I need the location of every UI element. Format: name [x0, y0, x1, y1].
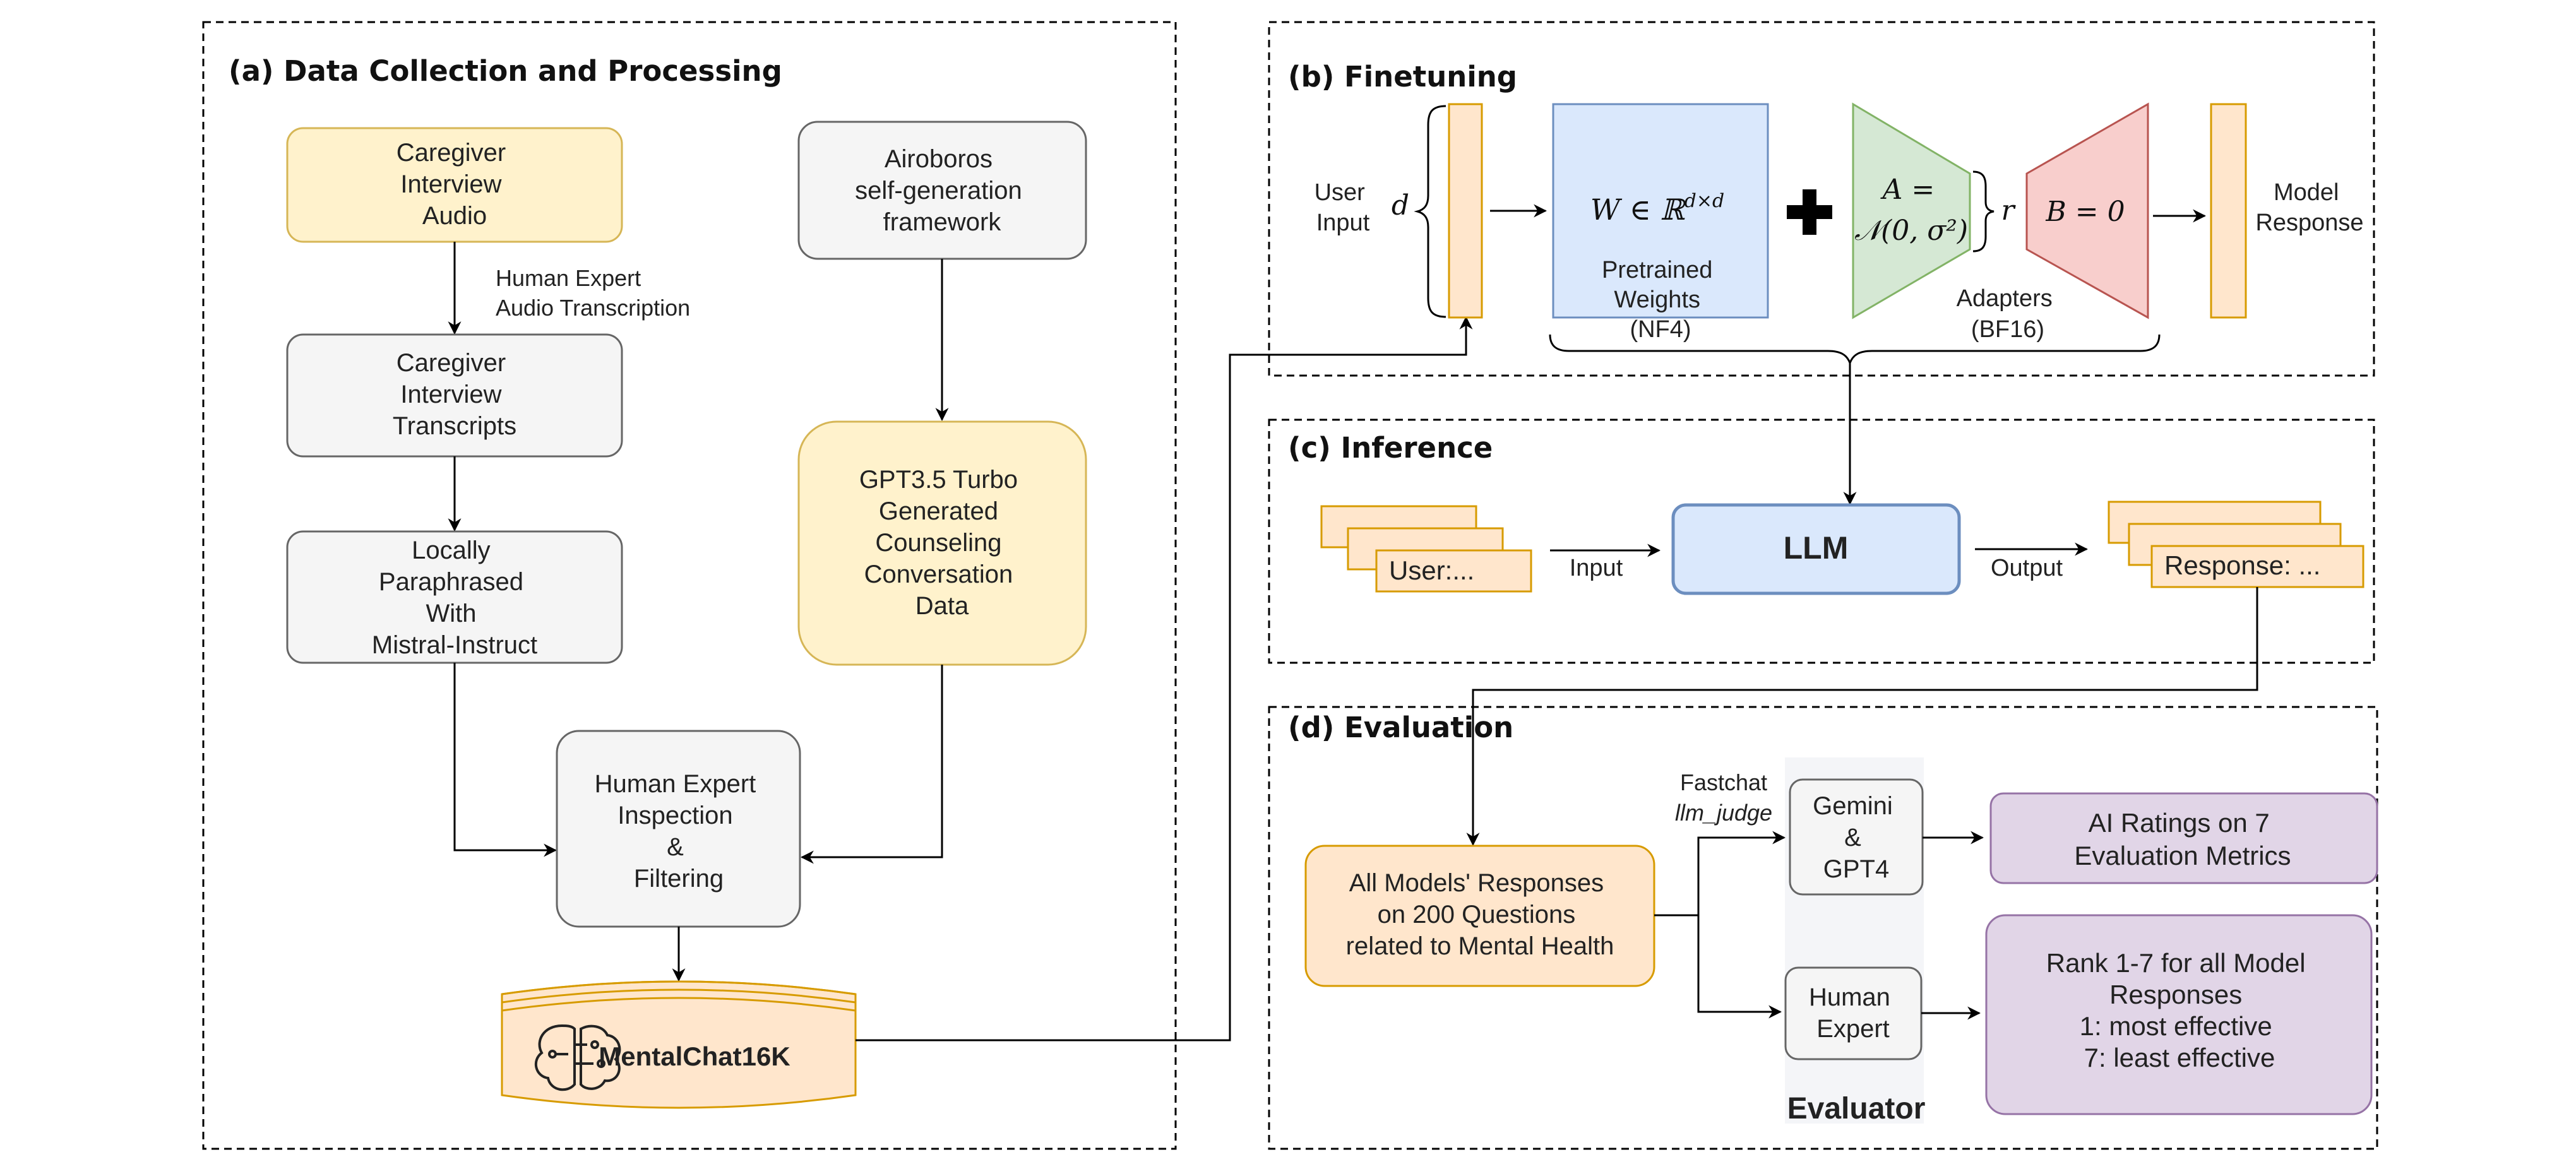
plus-icon	[1787, 189, 1832, 235]
human-expert-label: Human Expert	[1809, 983, 1897, 1043]
caregiver-audio-label: Caregiver Interview Audio	[397, 139, 513, 230]
user-input-label: User Input	[1315, 179, 1372, 236]
llm-box	[1671, 503, 1961, 595]
adapter-a-formula: A = 𝒩(0, σ²)	[1854, 174, 1968, 247]
gemini-gpt4-label: Gemini & GPT4	[1813, 792, 1900, 883]
section-d-title: (d) Evaluation	[1288, 711, 1513, 744]
arrow-responses-to-human	[1697, 915, 1782, 1019]
arrow-responses-split	[1654, 831, 1786, 917]
airoboros-label: Airoboros self-generation framework	[855, 145, 1029, 236]
adapters-label: Adapters (BF16)	[1957, 285, 2060, 343]
adapter-a-trapezoid	[1852, 102, 1971, 319]
pretrained-weights-label: Pretrained Weights (NF4)	[1602, 257, 1719, 343]
d-dimension-label: d	[1392, 189, 1409, 222]
model-response-label: Model Response	[2255, 179, 2363, 236]
paraphrased-label: Locally Paraphrased With Mistral-Instruc…	[372, 537, 537, 659]
section-c-title: (c) Inference	[1288, 431, 1493, 465]
arrow-response-to-evaluation	[1466, 587, 2258, 846]
left-curly-brace	[1414, 105, 1446, 318]
input-vector-bar	[1448, 103, 1483, 319]
weight-formula: W ∈ ℝd×d	[1590, 190, 1724, 227]
dataset-cylinder	[501, 980, 857, 1109]
section-a-frame	[202, 21, 1177, 1150]
user-prompt-text: User:...	[1389, 555, 1474, 585]
gpt-generated-label: GPT3.5 Turbo Generated Counseling Conver…	[859, 466, 1025, 620]
rank-label: Rank 1-7 for all Model Responses 1: most…	[2046, 948, 2313, 1072]
transcription-label: Human Expert Audio Transcription	[496, 265, 690, 321]
evaluator-label: Evaluator	[1787, 1092, 1926, 1125]
brain-chip-icon	[535, 1024, 621, 1091]
rank-r-label: r	[2001, 194, 2016, 227]
section-b-title: (b) Finetuning	[1288, 60, 1517, 93]
inspection-label: Human Expert Inspection & Filtering	[595, 770, 763, 893]
output-label: Output	[1991, 555, 2063, 581]
llm-label: LLM	[1784, 530, 1849, 566]
rank-brace	[1972, 170, 1995, 252]
response-text: Response: ...	[2164, 550, 2320, 580]
ai-ratings-label: AI Ratings on 7 Evaluation Metrics	[2074, 808, 2291, 870]
section-c-frame	[1268, 418, 2375, 664]
adapter-b-formula: B = 0	[2045, 196, 2125, 228]
pretrained-weights-box	[1552, 103, 1769, 319]
transcripts-label: Caregiver Interview Transcripts	[393, 349, 516, 440]
responses-label: All Models' Responses on 200 Questions r…	[1346, 869, 1614, 960]
user-prompt-card-front	[1375, 549, 1532, 593]
arrow-gpt-to-inspection	[800, 665, 943, 864]
adapter-b-trapezoid	[2025, 102, 2149, 319]
dataset-label: MentalChat16K	[599, 1041, 790, 1071]
rank-box	[1985, 914, 2373, 1115]
arrow-dataset-to-finetuning	[856, 316, 1473, 1041]
section-a-title: (a) Data Collection and Processing	[229, 54, 782, 88]
ai-ratings-box	[1989, 792, 2378, 884]
section-d-frame	[1268, 706, 2378, 1150]
section-b-frame	[1268, 21, 2375, 377]
fastchat-label: Fastchat	[1680, 769, 1767, 795]
input-label: Input	[1570, 555, 1623, 581]
output-vector-bar	[2210, 103, 2247, 319]
response-card-front	[2150, 545, 2364, 588]
human-expert-box	[1784, 966, 1923, 1060]
llm-judge-label: llm_judge	[1675, 800, 1772, 826]
arrow-paraphrased-to-inspection	[453, 663, 558, 857]
